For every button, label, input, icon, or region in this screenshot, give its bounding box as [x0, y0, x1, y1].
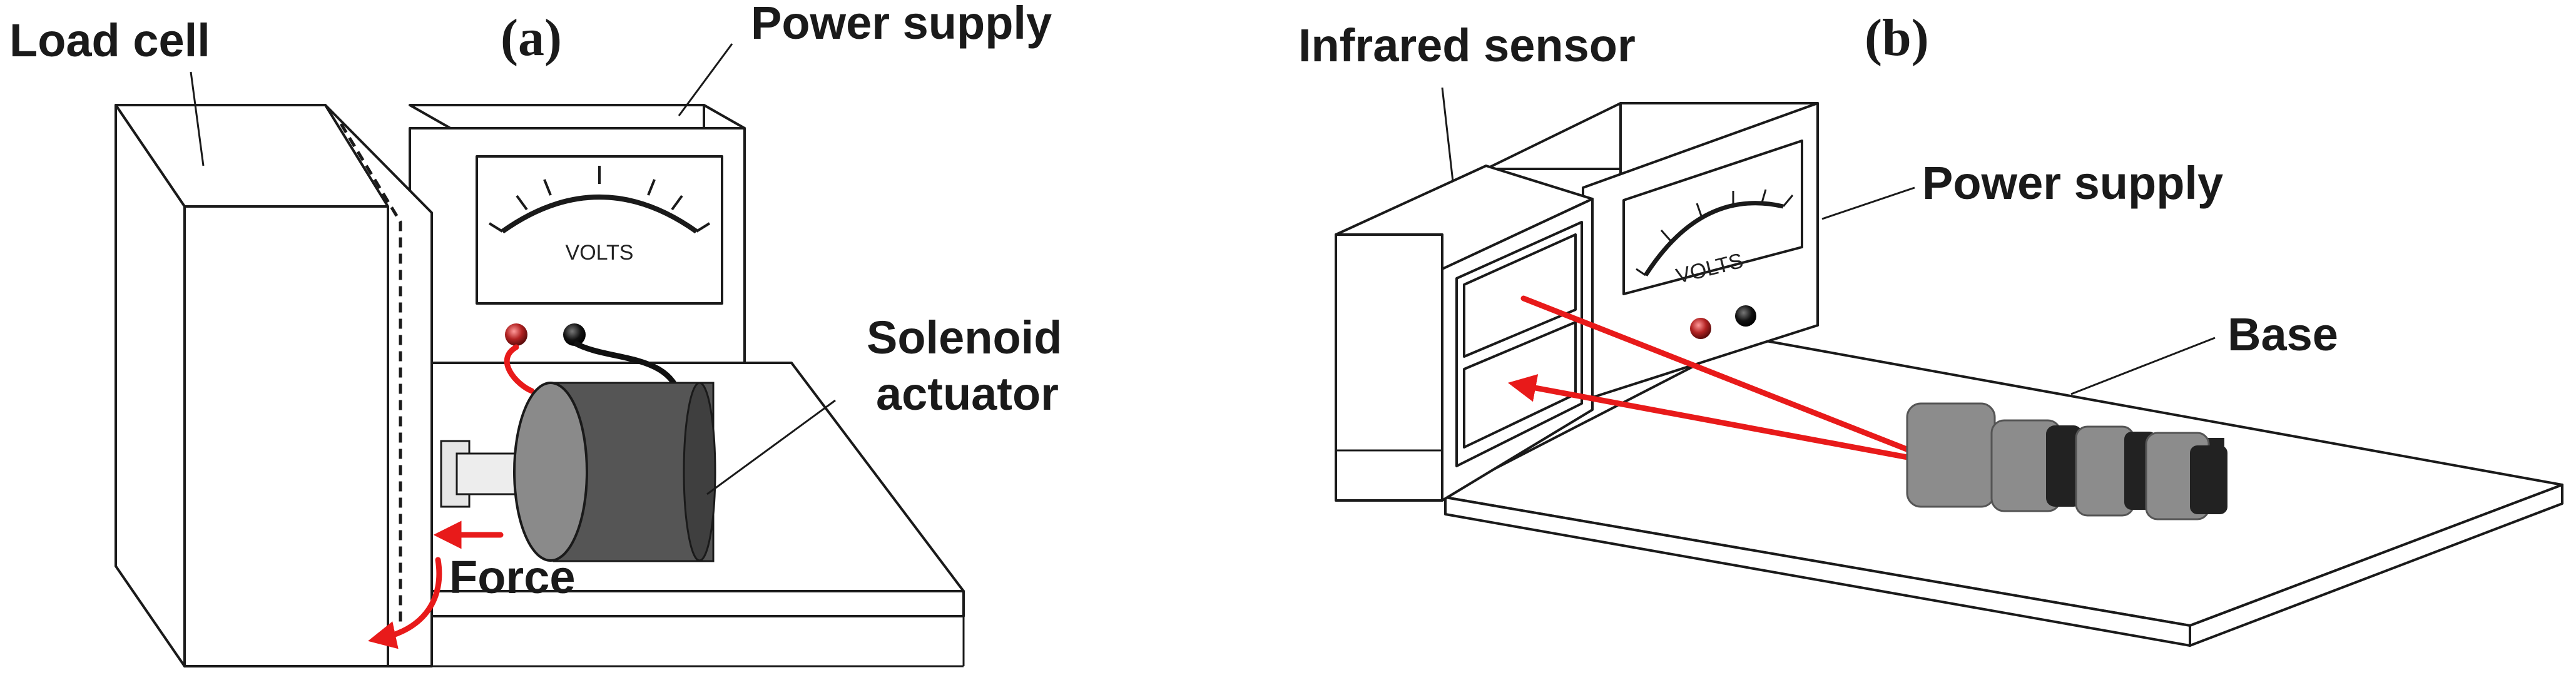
panel-label-b: (b) — [1865, 9, 1929, 67]
power-supply-b: VOLTS — [1485, 102, 1819, 402]
end-magnet — [1906, 402, 1996, 508]
dial-label-a: VOLTS — [566, 241, 634, 265]
ir-emit-beam — [1520, 295, 1921, 457]
infrared-emitter-window — [1463, 233, 1577, 358]
power-supply-label-b: Power supply — [1922, 157, 2223, 209]
deflection-arrow — [368, 557, 442, 649]
red-terminal-b — [1690, 318, 1711, 339]
load-cell-label: Load cell — [9, 14, 210, 66]
load-cell-side — [115, 104, 186, 667]
volt-meter-ticks — [488, 166, 711, 233]
base-label: Base — [2227, 308, 2338, 360]
solenoid-label-line2: actuator — [876, 368, 1059, 420]
solenoid-label-line1: Solenoid — [867, 312, 1062, 363]
panel-label-a: (a) — [501, 9, 562, 67]
black-terminal-b — [1735, 305, 1756, 327]
volt-meter-b-window — [1622, 140, 1803, 295]
ir-return-beam — [1507, 374, 1924, 463]
load-cell-front — [183, 205, 389, 667]
power-supply-label-a: Power supply — [751, 0, 1052, 49]
power-supply-leader-b — [1821, 186, 1915, 220]
panel-a: VOLTS — [9, 0, 1062, 667]
infrared-sensor-left-face — [1335, 233, 1443, 502]
infrared-sensor-leader — [1441, 87, 1454, 182]
power-supply-top — [409, 104, 746, 129]
load-cell-dashed-line — [339, 123, 402, 626]
magnet-assembly — [1906, 402, 2227, 520]
red-wire — [504, 344, 535, 394]
coil-1 — [2046, 425, 2082, 507]
volt-meter-arc — [501, 195, 698, 234]
power-supply-leader-a — [678, 43, 733, 116]
red-terminal-a — [505, 323, 527, 346]
panel-b: VOLTS — [1298, 9, 2563, 647]
load-cell-leader — [190, 71, 205, 166]
base-leader — [2070, 337, 2216, 395]
base-side-edge — [2189, 484, 2563, 647]
black-terminal-a — [563, 323, 586, 346]
volt-meter-b-ticks — [1636, 189, 1794, 277]
solenoid-actuator — [513, 382, 716, 562]
power-supply-a: VOLTS — [409, 104, 746, 364]
volt-meter-b-arc — [1644, 201, 1784, 277]
coil-3 — [2190, 445, 2227, 514]
load-cell — [115, 104, 433, 667]
infrared-sensor-label: Infrared sensor — [1298, 19, 1636, 71]
load-cell-plate — [324, 104, 433, 667]
force-label: Force — [449, 551, 576, 603]
solenoid-leader — [706, 399, 836, 495]
